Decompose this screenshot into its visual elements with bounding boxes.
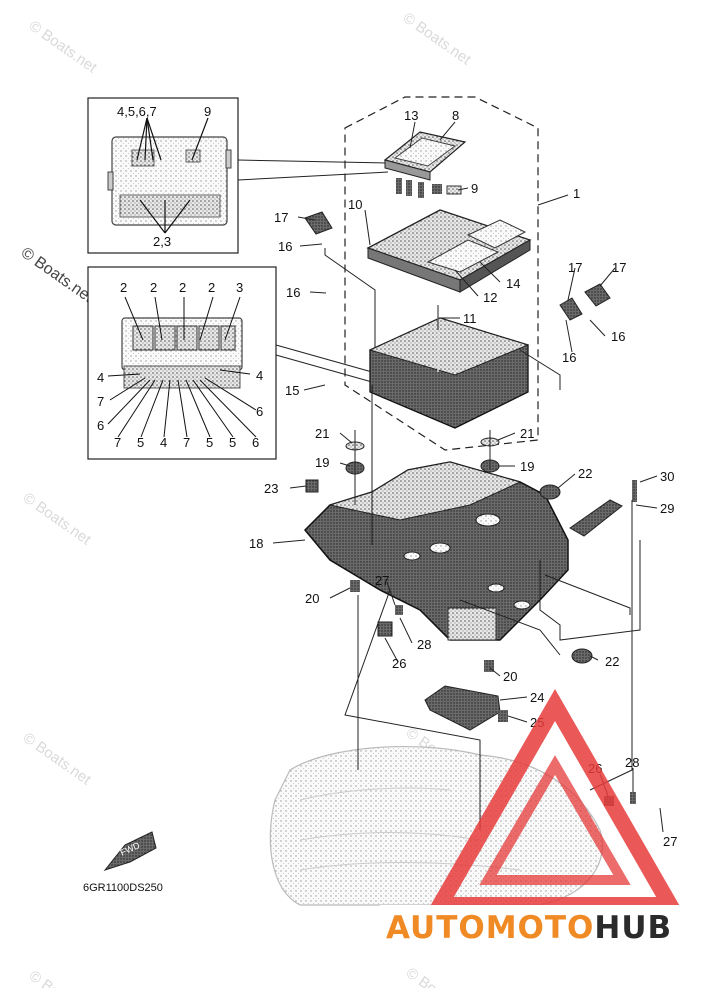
callout-label: 29 [660,501,674,516]
callout-label: 28 [625,755,639,770]
brand-logo: AUTOMOTOHUB [380,688,715,946]
callout-label: 22 [578,466,592,481]
watermark: © Boats.net [18,244,97,306]
callout-label: 27 [663,834,677,849]
callout-label: 2 [150,280,157,295]
callout-label: 9 [471,181,478,196]
callout-label: 7 [114,435,121,450]
callout-label: 4 [256,368,263,383]
clamps [305,479,637,664]
watermark: © Boats.net [20,729,95,788]
callout-label: 5 [206,435,213,450]
callout-label: 30 [660,469,674,484]
callout-label: 13 [404,108,418,123]
callout-label: 24 [530,690,544,705]
callout-label: 9 [204,104,211,119]
watermark: © Boats.net [403,964,478,988]
callout-label: 16 [286,285,300,300]
callout-label: 21 [520,426,534,441]
callout-label: 2 [120,280,127,295]
callout-label: 6 [97,418,104,433]
brand-part-2: HUB [594,910,672,946]
callout-label: 2,3 [153,234,171,249]
sensor-parts [304,211,611,321]
inset-bottom: 2 2 2 2 3 4 4 7 6 6 7 5 4 7 5 5 6 [87,266,277,460]
callout-label: 4,5,6,7 [117,104,157,119]
callout-label: 6 [252,435,259,450]
callout-label: 23 [264,481,278,496]
control-box [368,317,530,429]
callout-label: 16 [562,350,576,365]
watermark: © Boats.net [20,489,95,548]
callout-label: 16 [611,329,625,344]
callout-label: 26 [392,656,406,671]
small-connectors [396,178,462,198]
callout-label: 5 [229,435,236,450]
brand-part-1: AUTOMOTO [386,910,594,946]
callout-label: 4 [97,370,104,385]
callout-label: 11 [463,311,477,326]
callout-label: 20 [305,591,319,606]
main-tray [303,461,569,641]
callout-label: 5 [137,435,144,450]
svg-text:AUTOMOTOHUB: AUTOMOTOHUB [386,910,672,946]
callout-label: 18 [249,536,263,551]
callout-label: 7 [183,435,190,450]
callout-label: 12 [483,290,497,305]
callout-label: 3 [236,280,243,295]
callout-label: 16 [278,239,292,254]
diagram-code: 6GR1100DS250 [83,882,163,894]
assembly-outline [344,96,539,451]
callout-label: 20 [503,669,517,684]
front-arrow-icon: FWD [103,831,157,871]
callout-label: 17 [612,260,626,275]
callout-label: 6 [256,404,263,419]
callout-label: 21 [315,426,329,441]
callout-label: 27 [375,573,389,588]
watermark: © Boats.net [400,9,475,68]
leader-lines [272,121,664,833]
callouts: 13 8 9 1 10 17 16 14 12 11 17 17 16 16 1… [249,108,677,849]
callout-label: 4 [160,435,167,450]
inset-top: 4,5,6,7 9 2,3 [87,97,239,254]
callout-label: 14 [506,276,520,291]
box-lid [366,209,532,293]
callout-label: 10 [348,197,362,212]
callout-label: 22 [605,654,619,669]
callout-label: 1 [573,186,580,201]
callout-label: 17 [568,260,582,275]
cover-cap [383,131,467,181]
callout-label: 2 [208,280,215,295]
callout-label: 28 [417,637,431,652]
callout-label: 19 [520,459,534,474]
callout-label: 8 [452,108,459,123]
callout-label: 2 [179,280,186,295]
callout-label: 17 [274,210,288,225]
watermark: © Boats.net [26,17,101,76]
callout-label: 15 [285,383,299,398]
callout-label: 19 [315,455,329,470]
watermark: © Boats.net [26,967,101,988]
callout-label: 7 [97,394,104,409]
